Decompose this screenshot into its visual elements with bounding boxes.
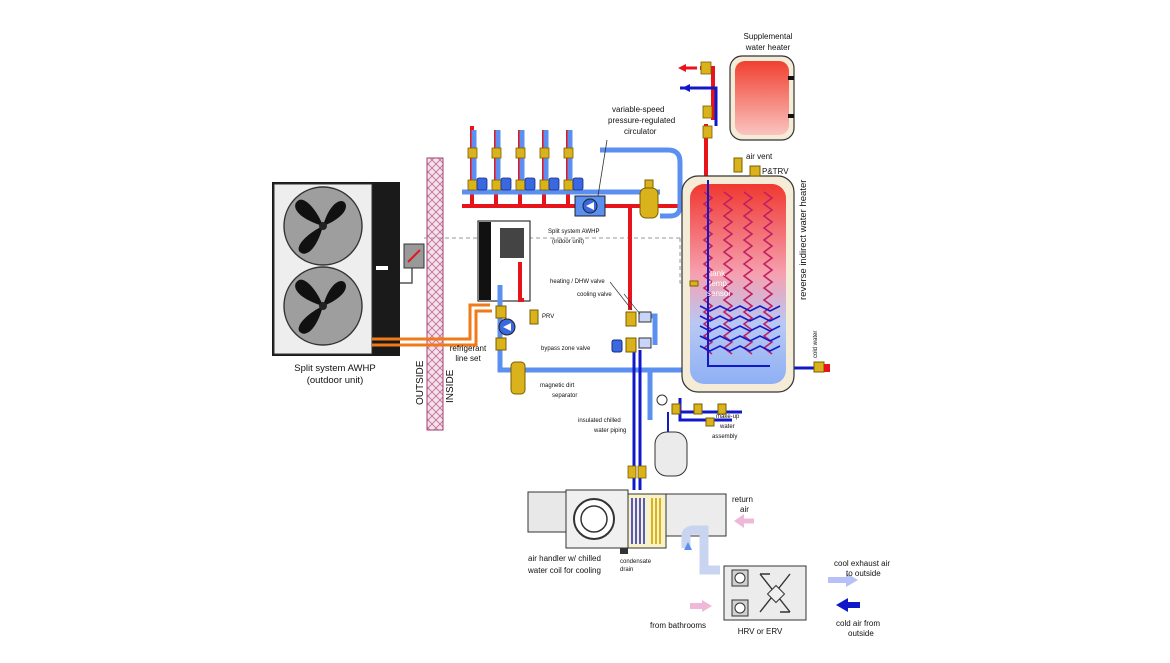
refrigerant-label-2: line set — [455, 354, 481, 363]
refrigerant-line-set — [372, 303, 492, 347]
makeup-label-2: water — [719, 424, 735, 430]
circulator-label-3: circulator — [624, 127, 657, 136]
tank-sensor-label-2: temp. — [709, 279, 729, 288]
bypass-valve-label: bypass zone valve — [541, 346, 591, 352]
air-handler-label-1: air handler w/ chilled — [528, 554, 601, 563]
reverse-indirect-tank — [681, 175, 795, 393]
fan-top — [283, 186, 363, 266]
cool-exhaust-label-1: cool exhaust air — [834, 559, 890, 568]
outdoor-unit-label-1: Split system AWHP — [294, 363, 375, 374]
fan-bottom — [283, 266, 363, 346]
cool-exhaust-label-2: to outside — [846, 569, 881, 578]
air-handler-label-2: water coil for cooling — [527, 566, 601, 575]
air-vent-label: air vent — [746, 152, 773, 161]
return-air-label-2: air — [740, 505, 749, 514]
makeup-label-3: assembly — [712, 434, 737, 440]
exhaust-arrows — [690, 573, 860, 612]
dirt-separator-label-2: separator — [552, 393, 577, 399]
supplemental-heater-label-1: Supplemental — [744, 32, 793, 41]
tank-vertical-label: reverse indirect water heater — [798, 180, 809, 300]
cold-air-label-2: outside — [848, 629, 874, 638]
cold-water-inlet — [813, 361, 830, 373]
ptrv-label: P&TRV — [762, 167, 789, 176]
inside-label: INSIDE — [445, 369, 456, 403]
indoor-unit-valves — [495, 305, 539, 351]
heater-valves — [700, 61, 713, 139]
bypass-zone-valve[interactable] — [611, 337, 652, 353]
power-cable — [400, 268, 413, 284]
cold-water-label: cold water — [813, 331, 819, 358]
circulator-pump[interactable] — [574, 195, 606, 217]
air-dirt-separator — [639, 179, 659, 219]
tank-sensor — [689, 280, 699, 287]
makeup-label-1: make-up — [716, 414, 740, 420]
supplemental-heater-label-2: water heater — [745, 43, 791, 52]
makeup-water-assembly — [656, 394, 727, 427]
hrv-erv-unit — [723, 565, 807, 621]
cold-air-label-1: cold air from — [836, 619, 880, 628]
expansion-tank — [654, 431, 688, 477]
magnetic-dirt-separator — [510, 361, 526, 395]
tank-sensor-label-3: sensor — [707, 289, 731, 298]
insulated-label-1: insulated chilled — [578, 418, 621, 424]
indoor-unit-label-1: Split system AWHP — [548, 229, 599, 235]
prv-label: PRV — [542, 314, 554, 320]
heating-dhw-valve[interactable] — [625, 311, 652, 327]
condensate-label-1: condensate — [620, 559, 652, 565]
heating-dhw-valve-label: heating / DHW valve — [550, 279, 605, 285]
circulator-label-1: variable-speed — [612, 105, 664, 114]
insulated-label-2: water piping — [593, 428, 626, 434]
air-handler — [527, 489, 727, 554]
tank-sensor-label-1: tank — [710, 269, 726, 278]
indoor-unit-label-2: (indoor unit) — [552, 239, 584, 245]
coil-valves — [627, 465, 647, 479]
outdoor-unit — [272, 182, 400, 356]
refrigerant-label-1: refrigerant — [450, 344, 487, 353]
return-air-label-1: return — [732, 495, 753, 504]
outdoor-unit-label-2: (outdoor unit) — [307, 375, 364, 386]
dirt-separator-label-1: magnetic dirt — [540, 383, 575, 389]
air-vent — [733, 157, 761, 177]
indoor-unit — [477, 220, 531, 302]
supplemental-water-heater — [729, 55, 795, 141]
cooling-valve-label: cooling valve — [577, 292, 612, 298]
hrv-erv-label: HRV or ERV — [738, 627, 783, 636]
condensate-label-2: drain — [620, 567, 633, 573]
circulator-label-2: pressure-regulated — [608, 116, 675, 125]
manifold-valves — [467, 147, 584, 191]
duct-connection — [681, 525, 720, 575]
from-bathrooms-label: from bathrooms — [650, 621, 706, 630]
cold-inlet-arrow — [682, 84, 690, 92]
exterior-wall — [426, 157, 444, 431]
outside-label: OUTSIDE — [415, 360, 426, 405]
